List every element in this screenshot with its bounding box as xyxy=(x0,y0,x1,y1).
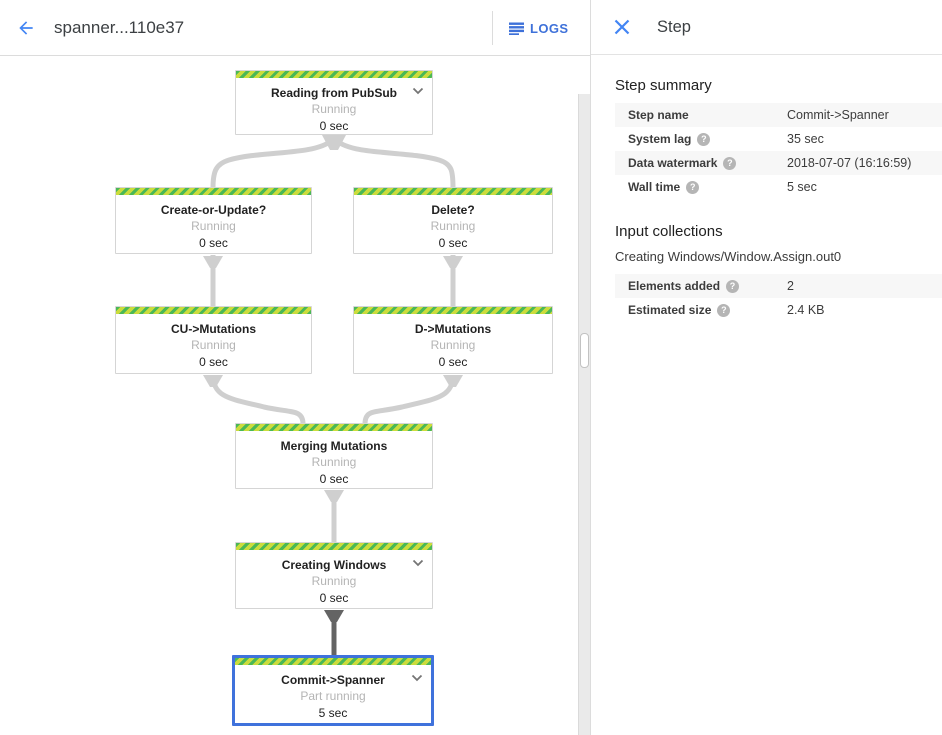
property-value: 5 sec xyxy=(787,180,817,194)
property-row: System lag?35 sec xyxy=(615,127,942,151)
node-time: 0 sec xyxy=(319,591,349,605)
node-status: Running xyxy=(430,338,476,352)
property-row: Wall time?5 sec xyxy=(615,175,942,199)
job-title: spanner...110e37 xyxy=(54,17,185,37)
property-label-text: System lag xyxy=(628,132,692,146)
running-stripe xyxy=(116,307,311,314)
help-icon[interactable]: ? xyxy=(726,279,740,293)
property-value: Commit->Spanner xyxy=(787,108,889,122)
property-value: 35 sec xyxy=(787,132,824,146)
property-label-text: Elements added xyxy=(628,279,721,293)
property-row: Estimated size?2.4 KB xyxy=(615,298,942,322)
node-status: Running xyxy=(311,102,357,116)
node-title: Creating Windows xyxy=(281,558,387,572)
property-label: Elements added? xyxy=(615,279,787,293)
running-stripe xyxy=(236,543,432,550)
node-title: Merging Mutations xyxy=(280,439,388,453)
step-details-panel: Step Step summary Step name Commit->Spann… xyxy=(591,0,942,735)
node-status: Running xyxy=(430,219,476,233)
property-label: Estimated size? xyxy=(615,303,787,317)
help-icon[interactable]: ? xyxy=(686,180,700,194)
node-title: Commit->Spanner xyxy=(281,673,385,687)
step-panel-header: Step xyxy=(591,0,942,55)
help-icon[interactable]: ? xyxy=(697,132,711,146)
running-stripe xyxy=(354,188,552,195)
property-label-text: Step name xyxy=(628,108,689,122)
running-stripe xyxy=(235,658,431,665)
property-row: Step name Commit->Spanner xyxy=(615,103,942,127)
logs-icon xyxy=(509,22,524,35)
chevron-down-icon[interactable] xyxy=(412,82,424,100)
arrow-back-icon xyxy=(19,20,33,35)
property-row: Data watermark?2018-07-07 (16:16:59) xyxy=(615,151,942,175)
node-time: 0 sec xyxy=(319,472,349,486)
node-status: Running xyxy=(311,455,357,469)
logs-label: LOGS xyxy=(530,20,569,36)
help-icon[interactable]: ? xyxy=(717,303,731,317)
running-stripe xyxy=(354,307,552,314)
node-title: CU->Mutations xyxy=(171,322,256,336)
vertical-scrollbar-thumb[interactable] xyxy=(580,333,589,368)
node-title: D->Mutations xyxy=(414,322,492,336)
graph-node-delete[interactable]: Delete? Running 0 sec xyxy=(353,187,553,254)
node-status: Running xyxy=(191,338,236,352)
input-collection-name: Creating Windows/Window.Assign.out0 xyxy=(615,249,842,264)
node-time: 5 sec xyxy=(318,706,348,720)
property-label-text: Estimated size xyxy=(628,303,712,317)
running-stripe xyxy=(116,188,311,195)
property-label: System lag? xyxy=(615,132,787,146)
graph-node-create-or-update[interactable]: Create-or-Update? Running 0 sec xyxy=(115,187,312,254)
node-time: 0 sec xyxy=(319,119,349,133)
property-label-text: Data watermark xyxy=(628,156,718,170)
header-divider xyxy=(492,11,493,45)
property-label: Step name xyxy=(615,108,787,122)
close-icon xyxy=(614,19,630,35)
job-header: spanner...110e37 LOGS xyxy=(0,0,590,56)
node-title: Reading from PubSub xyxy=(271,86,397,100)
property-value: 2 xyxy=(787,279,794,293)
chevron-down-icon[interactable] xyxy=(412,554,424,572)
property-label: Wall time? xyxy=(615,180,787,194)
node-time: 0 sec xyxy=(199,236,228,250)
logs-button[interactable]: LOGS xyxy=(509,0,568,56)
panel-divider xyxy=(590,0,591,735)
running-stripe xyxy=(236,424,432,431)
node-time: 0 sec xyxy=(438,236,468,250)
node-status: Running xyxy=(191,219,236,233)
running-stripe xyxy=(236,71,432,78)
graph-edges xyxy=(203,135,463,657)
property-value: 2018-07-07 (16:16:59) xyxy=(787,156,912,170)
step-summary-heading: Step summary xyxy=(615,77,712,94)
property-label-text: Wall time xyxy=(628,180,681,194)
panel-title: Step xyxy=(657,17,691,36)
back-button[interactable] xyxy=(14,16,38,40)
vertical-scrollbar-track[interactable] xyxy=(578,94,590,735)
help-icon[interactable]: ? xyxy=(723,156,737,170)
node-status: Part running xyxy=(300,689,366,703)
node-title: Create-or-Update? xyxy=(160,203,267,217)
property-label: Data watermark? xyxy=(615,156,787,170)
node-time: 0 sec xyxy=(438,355,468,369)
node-time: 0 sec xyxy=(199,355,228,369)
node-title: Delete? xyxy=(431,203,475,217)
node-status: Running xyxy=(311,574,357,588)
property-value: 2.4 KB xyxy=(787,303,825,317)
property-row: Elements added?2 xyxy=(615,274,942,298)
chevron-down-icon[interactable] xyxy=(411,669,423,687)
input-collections-heading: Input collections xyxy=(615,223,723,240)
close-panel-button[interactable] xyxy=(612,17,632,37)
